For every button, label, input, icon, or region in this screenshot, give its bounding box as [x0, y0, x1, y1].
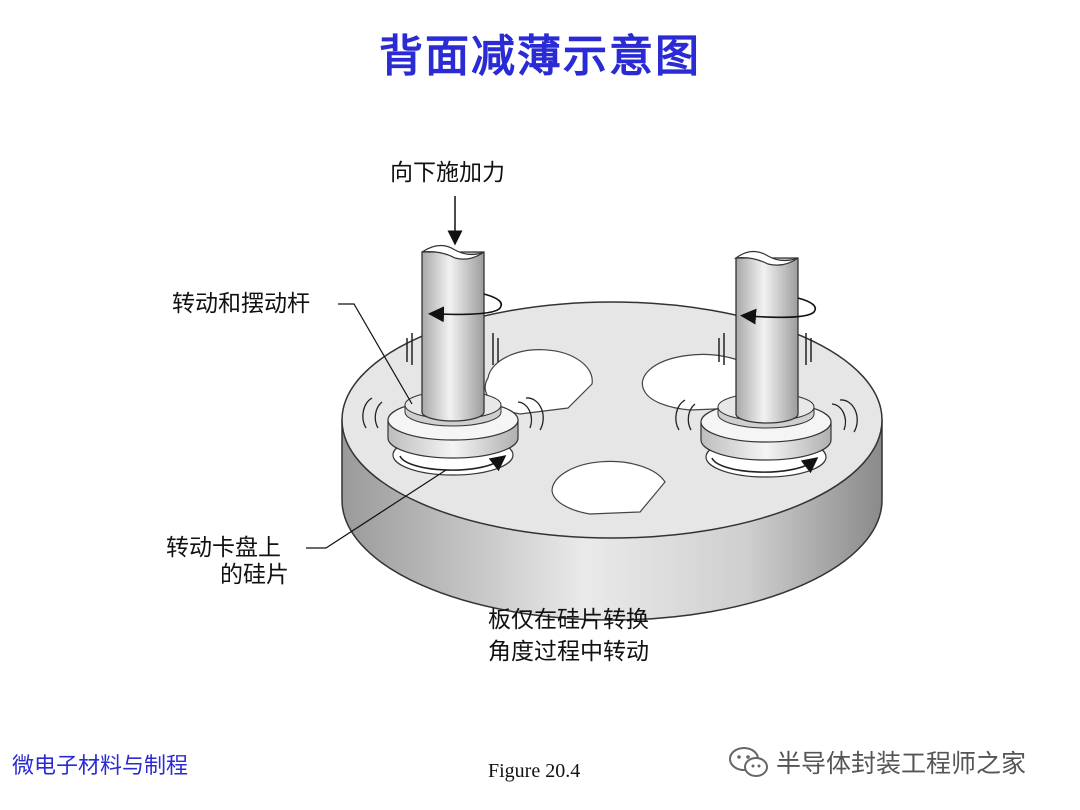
- watermark: 半导体封装工程师之家: [728, 744, 1026, 780]
- chuck-leader-line: [306, 469, 447, 549]
- wafer-front: [551, 460, 666, 515]
- page-title: 背面减薄示意图: [379, 31, 701, 82]
- course-name: 微电子材料与制程: [12, 754, 189, 779]
- plate-note-line1: 板仅在硅片转换: [488, 607, 649, 633]
- rod-label: 转动和摆动杆: [172, 291, 310, 317]
- rod-leader-line: [338, 303, 413, 405]
- wechat-icon: [729, 747, 768, 777]
- figure-caption: Figure 20.4: [488, 760, 581, 782]
- plate-note-line2: 角度过程中转动: [488, 639, 649, 665]
- rod-left: [421, 244, 503, 422]
- force-label: 向下施加力: [390, 160, 505, 186]
- chuck-label-line2: 的硅片: [220, 562, 289, 588]
- watermark-text: 半导体封装工程师之家: [776, 749, 1027, 778]
- wafer-back-right: [641, 353, 761, 411]
- rod-right: [733, 250, 817, 424]
- chuck-label-line1: 转动卡盘上: [166, 535, 281, 561]
